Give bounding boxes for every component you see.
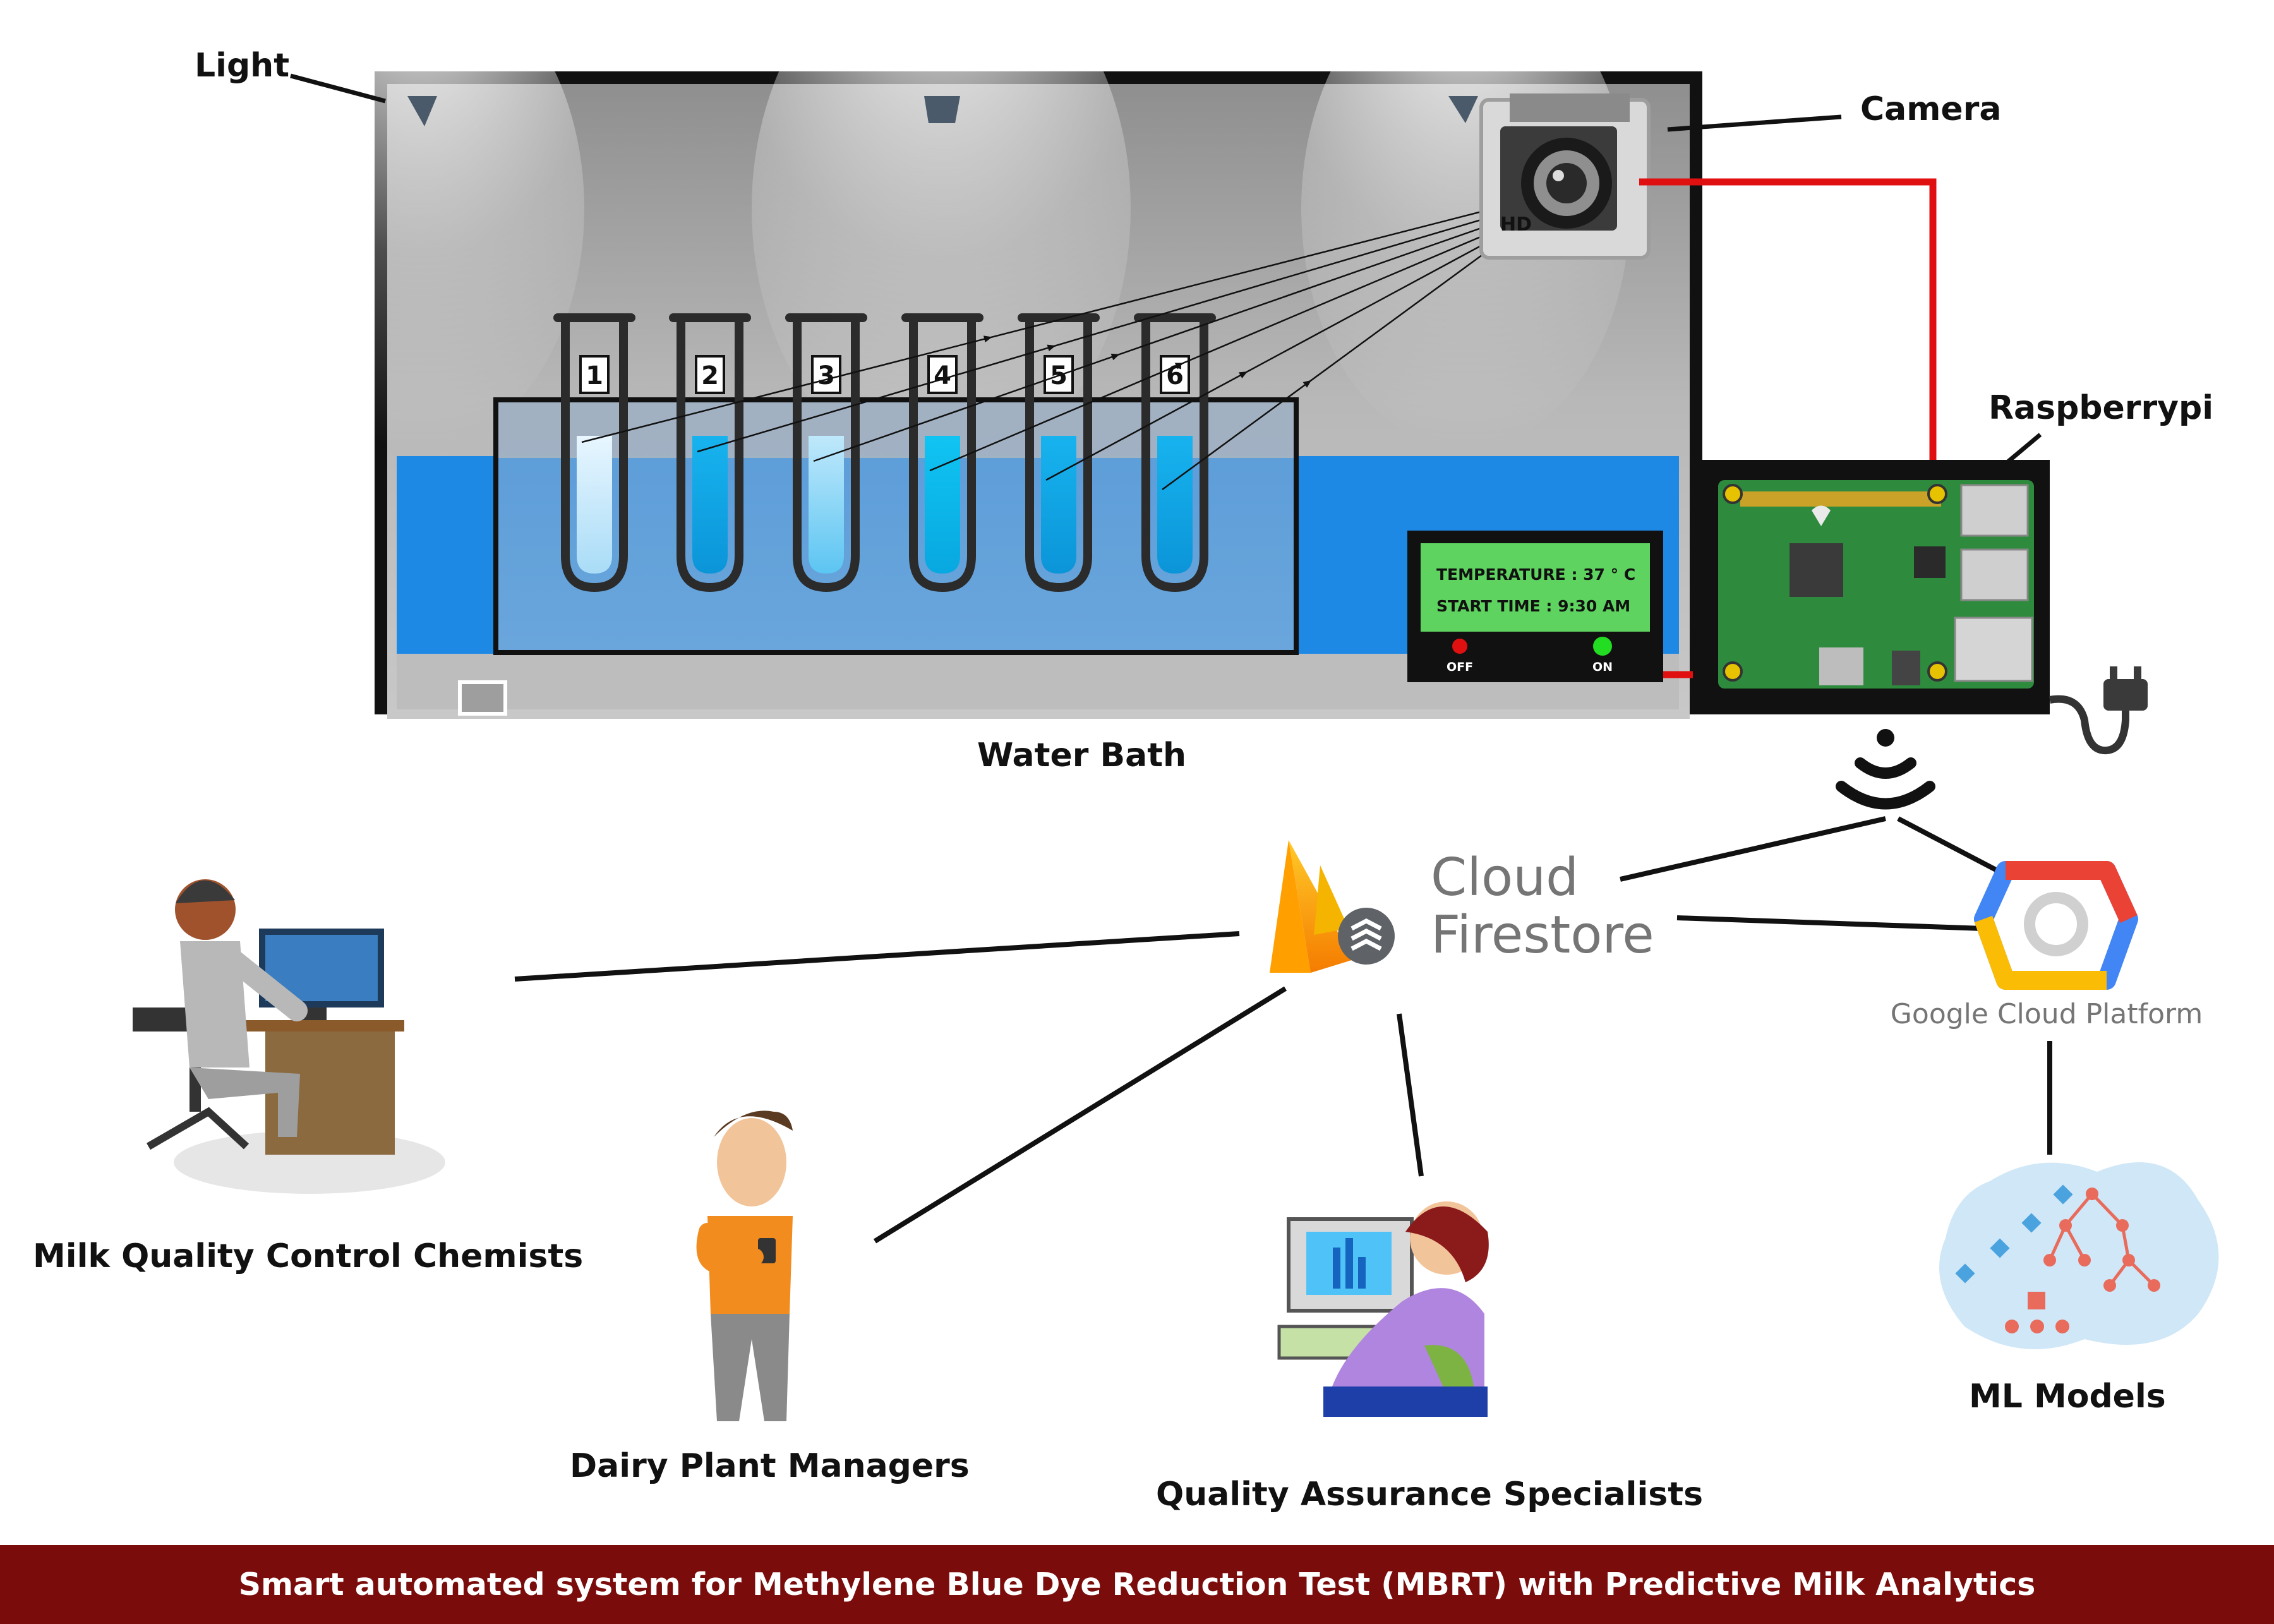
- qa-specialist-illustration: [1277, 1201, 1489, 1417]
- temperature-readout: TEMPERATURE : 37 ° C: [1436, 565, 1635, 584]
- panel-screen: [1421, 543, 1650, 632]
- ray-arrowhead: [983, 335, 992, 342]
- light-label: Light: [195, 47, 290, 85]
- tube-liquid: [809, 436, 844, 574]
- firestore-title-line2: Firestore: [1431, 905, 1654, 965]
- on-label: ON: [1592, 660, 1613, 674]
- tube-number: 1: [586, 361, 603, 390]
- wifi-icon: [1836, 729, 1935, 810]
- wifi-to-firestore-line: [1620, 816, 1886, 882]
- tube-liquid: [1041, 436, 1076, 574]
- camera-ray: [581, 207, 1495, 443]
- start-time-readout: START TIME : 9:30 AM: [1436, 597, 1630, 615]
- light-icon: [407, 96, 437, 126]
- managers-label: Dairy Plant Managers: [570, 1447, 970, 1485]
- off-led-icon[interactable]: [1452, 639, 1467, 654]
- dairy-plant-manager-illustration: [696, 1110, 793, 1421]
- camera-hd-badge: HD: [1500, 214, 1532, 236]
- ray-arrowhead: [1174, 363, 1184, 370]
- test-tubes: 1 2 3 4 5 6: [553, 313, 1216, 592]
- tube-liquid: [925, 436, 960, 574]
- tube-label-box: [579, 355, 610, 394]
- tube-glass: [909, 315, 976, 592]
- light-icon: [1448, 96, 1478, 123]
- chemist-at-desk-illustration: [133, 879, 445, 1194]
- tube-liquid: [1157, 436, 1193, 574]
- tube-glass: [793, 315, 860, 592]
- camera-rays: [581, 207, 1495, 491]
- control-panel: TEMPERATURE : 37 ° C START TIME : 9:30 A…: [1407, 531, 1663, 682]
- raspberry-pi-board: [1693, 460, 2050, 714]
- camera-ray: [813, 222, 1495, 462]
- ray-arrowhead: [1302, 380, 1312, 388]
- camera-icon: HD: [1479, 93, 1651, 260]
- camera-ray: [1162, 245, 1495, 491]
- test-tube-4: 4: [901, 313, 984, 592]
- tube-glass: [1025, 315, 1092, 592]
- firestore-to-qa-line: [1397, 1013, 1424, 1177]
- tube-number: 3: [817, 361, 835, 390]
- tube-label-box: [695, 355, 725, 394]
- ray-arrowhead: [1239, 371, 1248, 379]
- firestore-to-managers-line: [873, 986, 1287, 1244]
- test-tube-1: 1: [553, 313, 635, 592]
- tube-label-box: [811, 355, 841, 394]
- camera-ray: [929, 230, 1495, 472]
- qa-specialists-label: Quality Assurance Specialists: [1156, 1476, 1704, 1513]
- network-connections: [514, 816, 2052, 1244]
- test-tube-5: 5: [1018, 313, 1100, 592]
- off-label: OFF: [1447, 660, 1473, 674]
- ray-arrowhead: [1110, 353, 1120, 361]
- camera-label: Camera: [1860, 90, 2002, 128]
- light-glow-1: [256, 0, 584, 448]
- firestore-to-gcp-line: [1676, 915, 1984, 931]
- test-tube-6: 6: [1134, 313, 1216, 592]
- camera-leader-line: [1667, 114, 1842, 132]
- tube-liquid: [577, 436, 612, 574]
- tube-glass: [677, 315, 743, 592]
- firestore-badge-icon: [1338, 908, 1395, 965]
- tube-glass: [561, 315, 628, 592]
- on-led-icon[interactable]: [1593, 637, 1612, 656]
- wifi-to-gcp-line: [1897, 816, 2007, 877]
- google-cloud-platform-logo: Google Cloud Platform: [1891, 861, 2203, 1030]
- tube-number: 2: [701, 361, 719, 390]
- tube-number: 4: [934, 361, 951, 390]
- light-glow-2: [752, 0, 1131, 474]
- tube-liquid: [692, 436, 728, 574]
- firestore-title-line1: Cloud: [1431, 848, 1579, 908]
- test-tube-3: 3: [785, 313, 867, 592]
- camera-ray: [697, 215, 1495, 453]
- gcp-name: Google Cloud Platform: [1891, 998, 2203, 1030]
- tube-glass: [1141, 315, 1208, 592]
- cloud-firestore-logo: Cloud Firestore: [1270, 840, 1654, 973]
- footer-banner: Smart automated system for Methylene Blu…: [0, 1545, 2274, 1624]
- light-icon: [924, 96, 960, 123]
- camera-to-pi-wire: [1639, 178, 1937, 467]
- water-bath-label: Water Bath: [977, 737, 1187, 774]
- light-leader-line: [290, 73, 386, 104]
- ml-models-icon: [1939, 1162, 2219, 1349]
- ceiling-lights: [407, 96, 1478, 126]
- test-tube-2: 2: [669, 313, 751, 592]
- firebase-flame-icon: [1270, 840, 1311, 973]
- tube-label-box: [1044, 355, 1074, 394]
- raspberrypi-leader-line: [1999, 433, 2042, 469]
- drain-plug: [458, 680, 507, 716]
- camera-ray: [1045, 238, 1495, 481]
- ray-arrowhead: [1047, 344, 1056, 352]
- chemists-label: Milk Quality Control Chemists: [33, 1237, 584, 1275]
- ml-models-label: ML Models: [1969, 1378, 2166, 1416]
- power-plug-icon: [2048, 666, 2148, 755]
- firestore-to-chemists-line: [514, 931, 1240, 982]
- raspberrypi-label: Raspberrypi: [1988, 389, 2214, 427]
- tube-number: 6: [1166, 361, 1184, 390]
